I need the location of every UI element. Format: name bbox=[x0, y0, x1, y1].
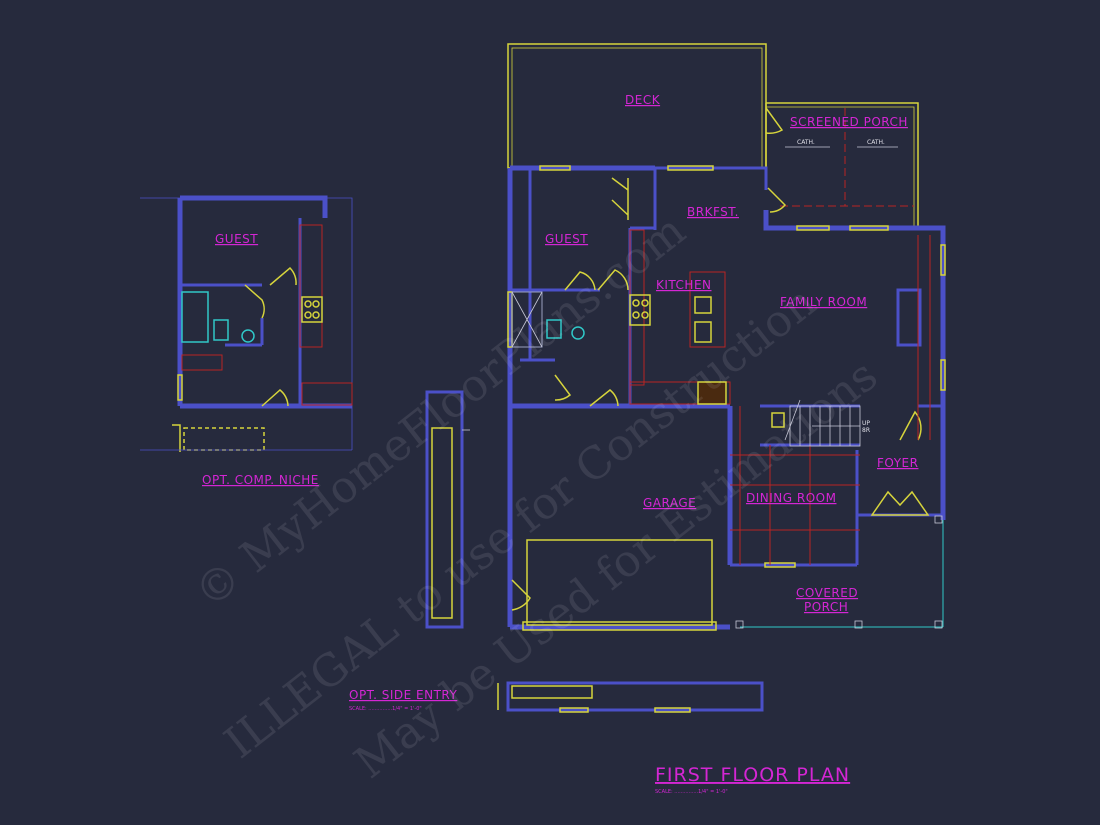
opt-side-entry-title: OPT. SIDE ENTRY bbox=[349, 688, 457, 702]
room-label-screened-porch: SCREENED PORCH bbox=[790, 115, 908, 129]
room-label-niche-guest: GUEST bbox=[215, 232, 258, 246]
stair-note-up: UP bbox=[862, 420, 870, 427]
drawing-scale: SCALE: ...............1/4" = 1'-0" bbox=[655, 789, 728, 795]
room-label-garage: GARAGE bbox=[643, 496, 696, 510]
opt-side-entry-plan bbox=[425, 390, 764, 713]
opt-comp-niche-title: OPT. COMP. NICHE bbox=[202, 473, 319, 487]
porch-posts bbox=[735, 515, 943, 629]
room-label-porch: PORCH bbox=[804, 600, 848, 614]
opt-comp-niche-plan bbox=[140, 195, 353, 452]
drawing-title: FIRST FLOOR PLAN bbox=[655, 764, 850, 786]
stairs: UP 8R bbox=[771, 399, 870, 447]
room-label-family-room: FAMILY ROOM bbox=[780, 295, 867, 309]
windows bbox=[507, 165, 946, 568]
cath-note-right: CATH. bbox=[867, 139, 885, 146]
stair-note-risers: 8R bbox=[862, 427, 870, 434]
room-label-guest: GUEST bbox=[545, 232, 588, 246]
kitchen-fixtures bbox=[511, 229, 731, 405]
room-label-deck: DECK bbox=[625, 93, 661, 107]
cath-note-left: CATH. bbox=[797, 139, 815, 146]
room-label-covered: COVERED bbox=[796, 586, 858, 600]
room-label-foyer: FOYER bbox=[877, 456, 918, 470]
room-label-dining-room: DINING ROOM bbox=[746, 491, 836, 505]
opt-side-entry-scale: SCALE: ...............1/4" = 1'-0" bbox=[349, 706, 422, 712]
room-label-kitchen: KITCHEN bbox=[656, 278, 712, 292]
beams bbox=[730, 235, 931, 565]
doors bbox=[511, 177, 930, 631]
room-label-brkfst: BRKFST. bbox=[687, 205, 739, 219]
